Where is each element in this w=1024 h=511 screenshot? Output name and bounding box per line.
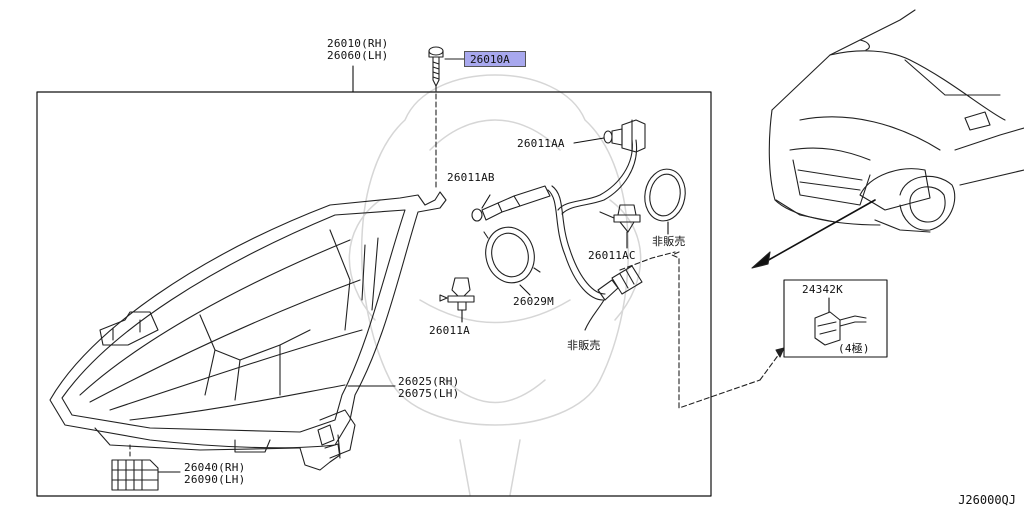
screw-part [428, 46, 465, 191]
wire-harness [547, 139, 643, 331]
part-26011aa-label: 26011AA [517, 137, 565, 150]
headlamp-lh-label: 26060(LH) [327, 49, 389, 62]
highlighted-part-badge[interactable]: 26010A [464, 51, 526, 67]
connector-leader [671, 251, 761, 409]
highlighted-part-label: 26010A [470, 53, 510, 66]
bracket-rh-label: 26040(RH) [184, 461, 246, 474]
part-26011a-label: 26011A [429, 324, 470, 337]
bracket-part [111, 444, 181, 491]
bulb-part-ac [599, 204, 641, 249]
part-26029m-label: 26029M [513, 295, 554, 308]
diagram-reference-code: J26000QJ [958, 493, 1016, 507]
connector-box [783, 279, 888, 358]
part-26011ab-label: 26011AB [447, 171, 495, 184]
not-sold-label-1: 非販売 [652, 235, 686, 248]
connector-part [814, 297, 867, 346]
housing-rh-label: 26025(RH) [398, 375, 460, 388]
connector-part-label: 24342K [802, 283, 843, 296]
bulb-part-ab [471, 185, 551, 222]
car-illustration [768, 9, 1024, 233]
cap-part [483, 226, 541, 296]
connector-pins-label: (4極) [838, 342, 870, 355]
car-pointer [764, 199, 876, 263]
housing-lh-label: 26075(LH) [398, 387, 460, 400]
headlamp-assembly [49, 191, 447, 471]
bulb-part-a [439, 277, 475, 323]
assembly-frame [36, 91, 712, 497]
headlamp-rh-label: 26010(RH) [327, 37, 389, 50]
leader-arrow [759, 349, 783, 381]
watermark-emblem [348, 74, 642, 496]
bracket-lh-label: 26090(LH) [184, 473, 246, 486]
not-sold-label-2: 非販売 [567, 339, 601, 352]
bulb-part-aa [573, 119, 646, 153]
seal-ring-part [644, 168, 686, 235]
part-26011ac-label: 26011AC [588, 249, 636, 262]
